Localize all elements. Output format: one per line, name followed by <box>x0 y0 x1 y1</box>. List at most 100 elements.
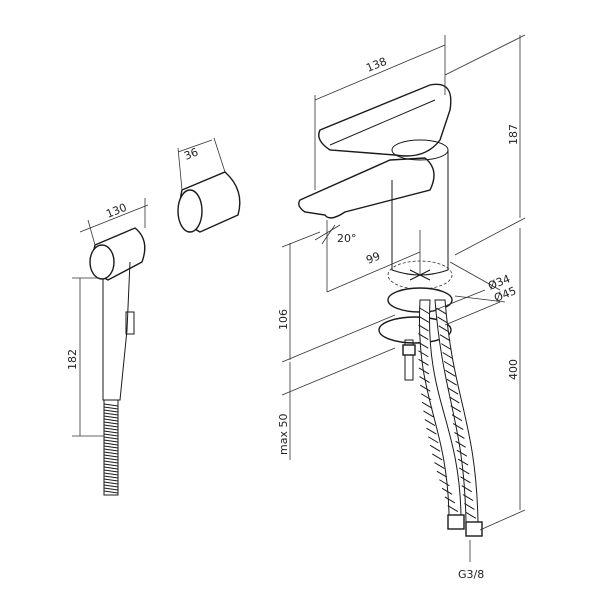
braid-line <box>456 449 468 457</box>
coil-line <box>103 412 119 416</box>
coil-line <box>103 457 119 461</box>
coil-line <box>103 439 119 443</box>
coil-line <box>103 451 119 455</box>
braid-line <box>441 343 452 351</box>
label-187: 187 <box>507 124 520 145</box>
braid-line <box>444 496 456 504</box>
braid-line <box>436 470 448 478</box>
dimension-20deg: 20° <box>314 220 357 292</box>
label-182: 182 <box>66 349 79 370</box>
label-max50: max 50 <box>277 414 290 455</box>
braid-line <box>439 334 451 342</box>
braid-line <box>459 467 470 475</box>
coil-line <box>103 475 119 479</box>
braid-line <box>447 505 459 512</box>
braid-line <box>431 453 443 461</box>
braid-line <box>418 315 430 323</box>
coil-line <box>103 460 119 464</box>
braid-line <box>418 358 429 366</box>
dimension-max50: max 50 <box>277 347 396 460</box>
coil-line <box>103 442 119 446</box>
label-106: 106 <box>277 309 290 330</box>
coil-line <box>103 463 119 467</box>
coil-line <box>103 445 119 449</box>
braid-line <box>438 325 449 333</box>
dimension-99: 99 <box>326 230 421 293</box>
braid-line <box>443 360 455 368</box>
braid-line <box>418 367 430 375</box>
braid-line <box>418 333 429 340</box>
braid-line <box>418 350 429 358</box>
wall-holder: 36 <box>177 137 241 233</box>
braid-line <box>420 393 432 401</box>
braid-line <box>460 476 471 484</box>
braid-line <box>462 494 474 502</box>
braid-line <box>439 479 450 487</box>
braid-line <box>423 410 434 418</box>
coil-line <box>103 403 119 407</box>
braid-line <box>441 487 453 495</box>
dimension-106: 106 <box>277 231 396 363</box>
dimension-187: 187 <box>444 34 526 256</box>
braid-line <box>419 384 431 392</box>
label-99: 99 <box>364 249 382 266</box>
coil-line <box>103 484 119 488</box>
label-36: 36 <box>182 145 200 162</box>
label-130: 130 <box>104 201 128 221</box>
braid-line <box>452 423 464 430</box>
coil-line <box>103 406 119 410</box>
coil-line <box>103 478 119 482</box>
coil-line <box>103 454 119 458</box>
label-138: 138 <box>364 55 388 75</box>
coil-line <box>103 415 119 419</box>
braid-line <box>465 511 477 519</box>
braid-line <box>437 316 448 324</box>
braid-line <box>449 396 460 404</box>
coil-line <box>103 433 119 437</box>
braid-line <box>455 440 466 448</box>
coil-line <box>103 466 119 470</box>
braid-line <box>445 369 456 377</box>
coil-line <box>103 487 119 491</box>
braid-line <box>424 419 436 426</box>
coil-line <box>103 427 119 431</box>
dimension-182: 182 <box>66 277 104 437</box>
braid-line <box>450 405 461 413</box>
braid-line <box>447 387 459 395</box>
coil-line <box>103 436 119 440</box>
braid-line <box>434 462 445 469</box>
coil-line <box>103 424 119 428</box>
braid-line <box>418 341 429 349</box>
braid-line <box>446 378 457 386</box>
braid-line <box>457 458 469 466</box>
faucet: G3/8 <box>298 83 484 581</box>
braid-line <box>421 401 433 409</box>
braid-line <box>442 352 453 359</box>
dimension-400: 400 <box>479 228 526 531</box>
braid-line <box>419 376 430 383</box>
coil-line <box>103 418 119 422</box>
braid-line <box>426 427 437 435</box>
braid-line <box>427 436 439 444</box>
coil-line <box>103 481 119 485</box>
coil-line <box>103 472 119 476</box>
hand-shower <box>89 227 146 496</box>
coil-line <box>103 430 119 434</box>
braid-line <box>429 444 441 452</box>
coil-line <box>103 469 119 473</box>
braid-line <box>461 485 473 493</box>
braid-line <box>419 307 430 315</box>
label-20deg: 20° <box>337 232 357 245</box>
coil-line <box>103 409 119 413</box>
label-400: 400 <box>507 359 520 380</box>
label-g38: G3/8 <box>458 568 484 581</box>
coil-line <box>103 448 119 452</box>
coil-line <box>103 490 119 494</box>
braid-line <box>464 503 475 510</box>
braid-line <box>418 324 429 332</box>
braid-line <box>451 414 463 422</box>
coil-line <box>103 421 119 425</box>
braid-line <box>454 431 465 439</box>
